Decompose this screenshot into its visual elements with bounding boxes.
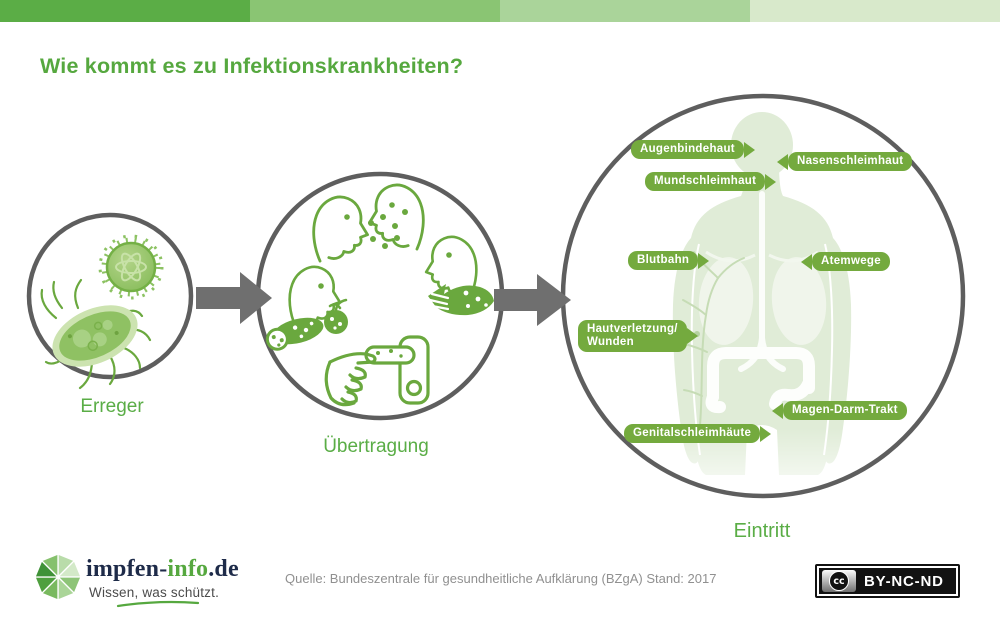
stage-label-erreger: Erreger (80, 396, 144, 417)
entry-tag-hautverletzung-wunden: Hautverletzung/ Wunden (578, 320, 687, 352)
top-color-bar (0, 0, 1000, 22)
intestine (705, 347, 815, 414)
entry-tag-genitalschleimhaeute: Genitalschleimhäute (624, 424, 761, 443)
brand-wordmark: impfen-info.de (86, 556, 239, 583)
droplet-infection-icon (312, 183, 425, 263)
bar-segment-3 (500, 0, 750, 22)
stage-label-uebertragung: Übertragung (323, 436, 429, 457)
entry-tag-blutbahn: Blutbahn (628, 251, 699, 270)
entry-tag-mundschleimhaut: Mundschleimhaut (645, 172, 766, 191)
page-title: Wie kommt es zu Infektionskrankheiten? (40, 54, 464, 78)
cc-circle: cc (829, 571, 849, 591)
door-handle-smear-icon (324, 335, 430, 407)
bar-segment-4 (750, 0, 1000, 22)
entry-tag-magen-darm-trakt: Magen-Darm-Trakt (783, 401, 907, 420)
virus-icon (98, 234, 164, 300)
source-note: Quelle: Bundeszentrale für gesundheitlic… (285, 571, 717, 586)
brand-highlight: info (167, 556, 209, 582)
umbrella-icon (34, 553, 82, 601)
erreger-circle (26, 212, 194, 390)
eating-contaminated-food-icon (424, 235, 494, 316)
brand-prefix: impfen- (86, 556, 168, 582)
tagline-underline-swoosh (116, 600, 200, 608)
entry-tag-nasenschleimhaut: Nasenschleimhaut (788, 152, 913, 171)
uebertragung-circle (255, 171, 505, 421)
cc-license-label: BY-NC-ND (864, 572, 944, 590)
contaminated-food-icon (265, 265, 348, 351)
brand-suffix: .de (208, 556, 239, 582)
stage-label-eintritt: Eintritt (733, 520, 791, 542)
bar-segment-1 (0, 0, 250, 22)
arrow-right-icon (196, 272, 272, 324)
brand-tagline: Wissen, was schützt. (89, 585, 220, 600)
arrow-right-icon (494, 274, 571, 326)
cc-license-badge[interactable]: cc BY-NC-ND (815, 564, 960, 598)
cc-inner: cc BY-NC-ND (819, 568, 956, 594)
bacterium-icon (40, 278, 152, 390)
bar-segment-2 (250, 0, 500, 22)
entry-tag-augenbindehaut: Augenbindehaut (631, 140, 744, 159)
lungs (698, 257, 827, 345)
cc-icon: cc (822, 570, 856, 592)
entry-tag-atemwege: Atemwege (812, 252, 890, 271)
